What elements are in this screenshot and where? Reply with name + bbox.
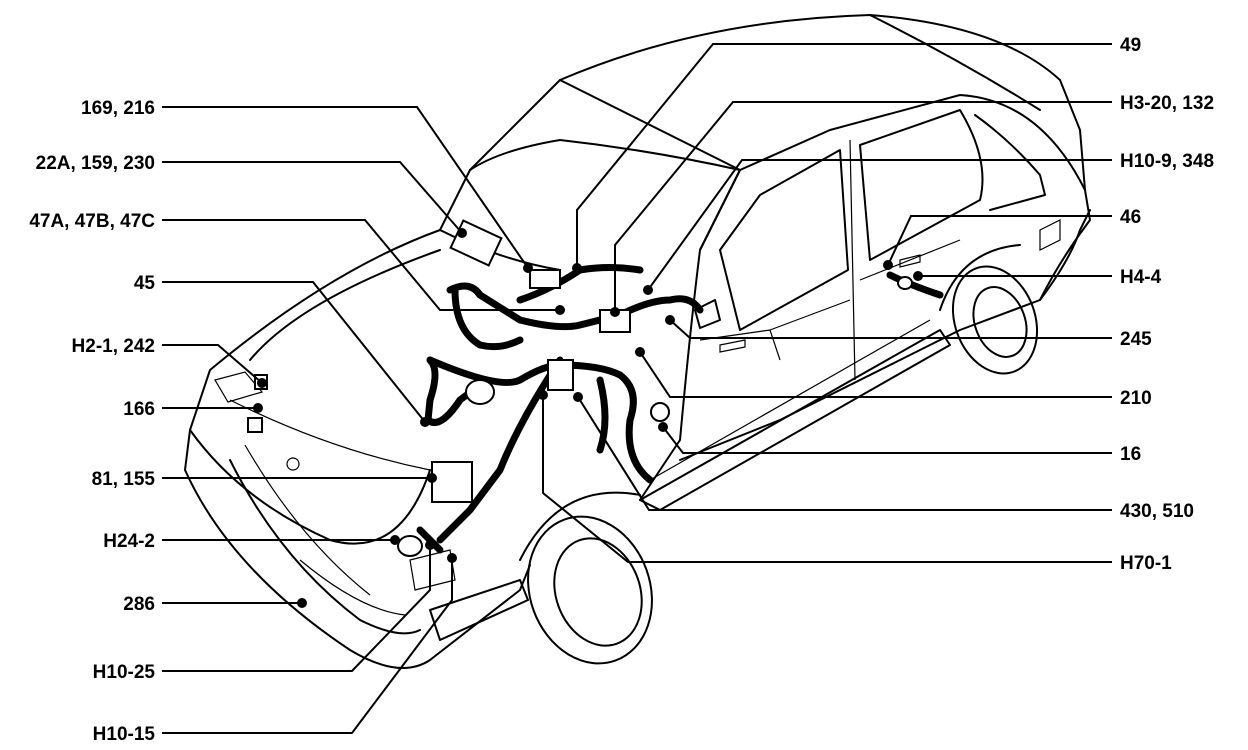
leader-h10-15 — [162, 558, 453, 734]
leader-169-216 — [162, 106, 529, 269]
leader-h2-1 — [162, 344, 263, 384]
callout-46: 46 — [1120, 207, 1141, 228]
callout-16: 16 — [1120, 444, 1141, 465]
callout-h10-15: H10-15 — [93, 724, 156, 745]
callout-81-155: 81, 155 — [92, 469, 156, 490]
callout-245: 245 — [1120, 329, 1152, 350]
leader-h70-1 — [542, 395, 1112, 563]
leader-210 — [639, 351, 1112, 398]
callout-h4-4: H4-4 — [1120, 267, 1162, 288]
callout-h3-20-132: H3-20, 132 — [1120, 93, 1214, 114]
callout-h70-1: H70-1 — [1120, 553, 1172, 574]
leader-49 — [576, 43, 1112, 268]
callout-169-216: 169, 216 — [81, 98, 155, 119]
leader-lines — [162, 43, 1112, 734]
leader-h10-9 — [647, 159, 1112, 291]
leader-245 — [669, 319, 1112, 339]
callout-430-510: 430, 510 — [1120, 501, 1194, 522]
leader-430 — [577, 396, 1112, 511]
leader-46 — [887, 215, 1112, 266]
leader-22a — [162, 161, 463, 234]
leader-45 — [162, 281, 426, 423]
callout-166: 166 — [123, 399, 155, 420]
callout-49: 49 — [1120, 35, 1141, 56]
callout-45: 45 — [134, 273, 156, 294]
components — [247, 219, 913, 557]
callout-h24-2: H24-2 — [103, 531, 155, 552]
leader-47 — [162, 219, 560, 311]
leader-16 — [662, 426, 1112, 454]
callout-47a-47b-47c: 47A, 47B, 47C — [29, 211, 155, 232]
callout-labels: 169, 216 22A, 159, 230 47A, 47B, 47C 45 … — [29, 35, 1214, 745]
callout-286: 286 — [123, 594, 155, 615]
leader-h3-20 — [614, 101, 1112, 312]
callout-22a-159-230: 22A, 159, 230 — [36, 153, 155, 174]
leader-h10-25 — [162, 545, 431, 672]
callout-h2-1-242: H2-1, 242 — [72, 336, 155, 357]
callout-h10-9-348: H10-9, 348 — [1120, 151, 1214, 172]
callout-h10-25: H10-25 — [93, 662, 156, 683]
connector-dots — [253, 228, 923, 608]
car-body — [184, 14, 1091, 669]
callout-210: 210 — [1120, 388, 1152, 409]
